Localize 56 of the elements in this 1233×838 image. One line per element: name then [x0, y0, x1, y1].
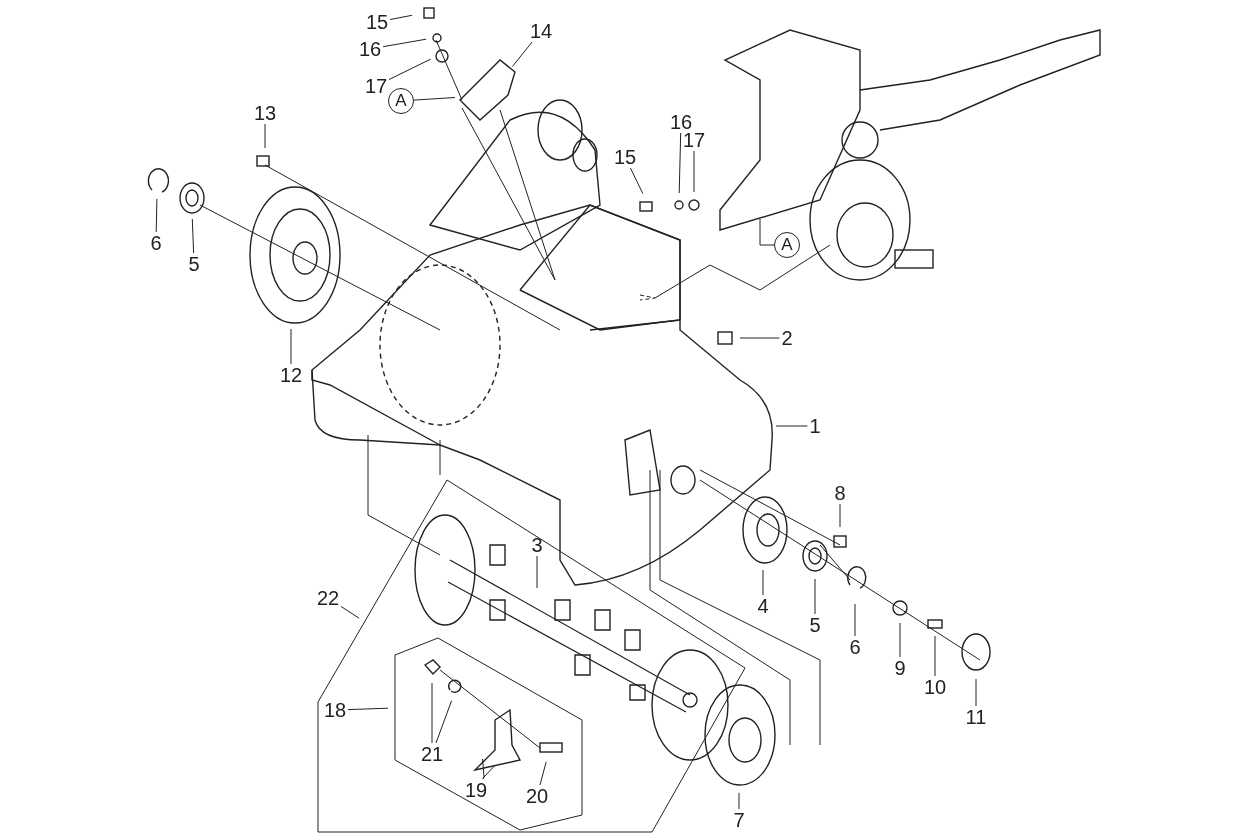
- leader-line: [413, 97, 456, 101]
- callout-number: 9: [892, 657, 908, 679]
- leader-line: [814, 578, 816, 615]
- leader-line: [899, 622, 901, 658]
- leader-line: [678, 132, 682, 194]
- leader-line: [539, 761, 547, 786]
- callout-number: 19: [462, 779, 490, 801]
- leader-line: [191, 218, 195, 254]
- leader-line: [739, 337, 780, 339]
- leader-line: [975, 678, 977, 707]
- leader-line: [934, 635, 936, 677]
- callout-number: 10: [921, 676, 949, 698]
- callout-number: 6: [847, 636, 863, 658]
- callout-number: 20: [523, 785, 551, 807]
- leader-line: [340, 606, 360, 619]
- leader-line: [389, 14, 413, 20]
- leader-line: [382, 38, 427, 48]
- leader-line: [155, 198, 158, 233]
- leader-line: [482, 764, 496, 780]
- leader-line: [759, 218, 775, 246]
- leader-line: [511, 41, 533, 67]
- callout-number: 16: [356, 38, 384, 60]
- leader-line: [839, 503, 841, 528]
- callout-number: 17: [362, 75, 390, 97]
- callout-number: 2: [779, 327, 795, 349]
- leader-line: [482, 758, 485, 780]
- callout-number: 8: [832, 482, 848, 504]
- leader-line: [264, 123, 266, 149]
- leader-line: [347, 707, 389, 711]
- callout-number: 7: [731, 809, 747, 831]
- callout-number: 15: [611, 146, 639, 168]
- leader-line: [854, 603, 856, 637]
- callout-number: 18: [321, 699, 349, 721]
- leader-line: [536, 555, 538, 589]
- leader-line: [762, 569, 764, 596]
- callout-number: 21: [418, 743, 446, 765]
- callout-number: 5: [186, 253, 202, 275]
- leader-line: [431, 682, 433, 744]
- leader-line: [775, 425, 808, 427]
- callout-number: 3: [529, 534, 545, 556]
- callout-number: 15: [363, 11, 391, 33]
- callout-number: 22: [314, 587, 342, 609]
- callout-number: 1: [807, 415, 823, 437]
- callout-number: 6: [148, 232, 164, 254]
- callout-number: 12: [277, 364, 305, 386]
- leader-line: [693, 150, 695, 193]
- leader-line: [738, 792, 740, 810]
- leader-line: [290, 328, 292, 365]
- callout-number: 4: [755, 595, 771, 617]
- callout-number: 14: [527, 20, 555, 42]
- leader-line: [388, 58, 432, 80]
- leader-line: [629, 167, 644, 195]
- callout-number: 5: [807, 614, 823, 636]
- leader-line: [435, 700, 453, 744]
- callout-number: 11: [963, 706, 989, 728]
- callout-number: 13: [251, 102, 279, 124]
